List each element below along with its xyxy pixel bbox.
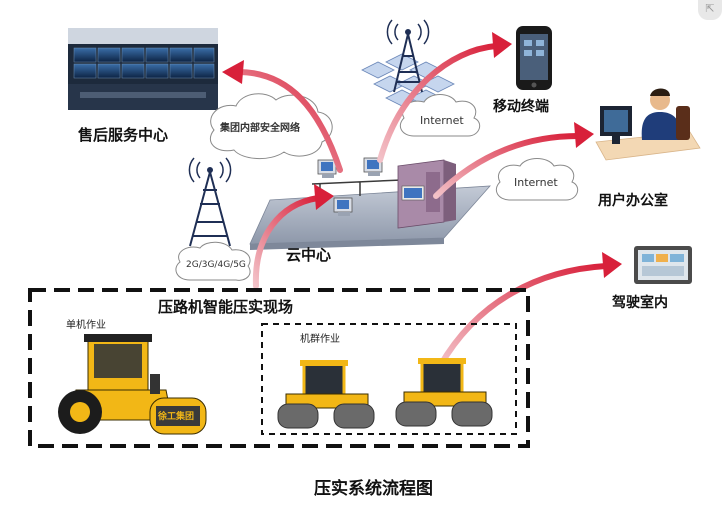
internal-network-label: 集团内部安全网络 [220, 123, 300, 134]
site-label: 压路机智能压实现场 [158, 298, 294, 316]
user-office-image [595, 88, 701, 161]
service-center-image [68, 28, 218, 110]
group-operation-label: 机群作业 [300, 334, 340, 345]
mobile-phone-image [516, 26, 552, 90]
tandem-roller-1 [277, 360, 375, 429]
diagram-caption: 压实系统流程图 [314, 479, 433, 499]
cellular-label: 2G/3G/4G/5G [186, 260, 246, 270]
arrowhead [574, 122, 594, 148]
data-flow-arrows [222, 32, 622, 369]
service-center-label: 售后服务中心 [78, 126, 169, 144]
site-boundary [28, 288, 530, 448]
server-rack [397, 159, 456, 229]
internal-network-cloud [209, 93, 333, 159]
cell-tower-left [188, 157, 232, 247]
arrow-to-cab [437, 263, 609, 369]
cell-tower-top [361, 19, 455, 107]
arrowhead [222, 60, 244, 84]
arrow-to-cloud-center [252, 195, 321, 289]
arrowhead [602, 252, 622, 278]
internet-cloud-right [495, 158, 579, 201]
arrow-to-service-center [235, 69, 343, 173]
internet-label-top: Internet [420, 114, 464, 127]
tandem-roller-2 [395, 358, 493, 427]
arrowhead [314, 184, 334, 210]
mobile-terminal-label: 移动终端 [493, 99, 549, 115]
computer-terminal [317, 159, 337, 178]
arrow-to-mobile [377, 43, 499, 163]
single-operation-label: 单机作业 [66, 320, 106, 331]
arrowhead [492, 32, 512, 58]
user-office-label: 用户办公室 [598, 193, 668, 209]
internet-label-right: Internet [514, 176, 558, 189]
single-drum-roller [58, 334, 207, 435]
internet-cloud-top [399, 94, 481, 137]
computer-terminal [333, 197, 353, 216]
corner-badge[interactable]: ⇱ [698, 0, 722, 20]
group-operation-boundary [261, 323, 517, 435]
cloud-center-label: 云中心 [286, 246, 332, 264]
cellular-cloud [175, 241, 251, 281]
cab-label: 驾驶室内 [612, 295, 668, 311]
cab-display-image [634, 246, 692, 284]
roller-brand-label: 徐工集团 [158, 412, 195, 422]
arrow-to-office [433, 133, 581, 199]
